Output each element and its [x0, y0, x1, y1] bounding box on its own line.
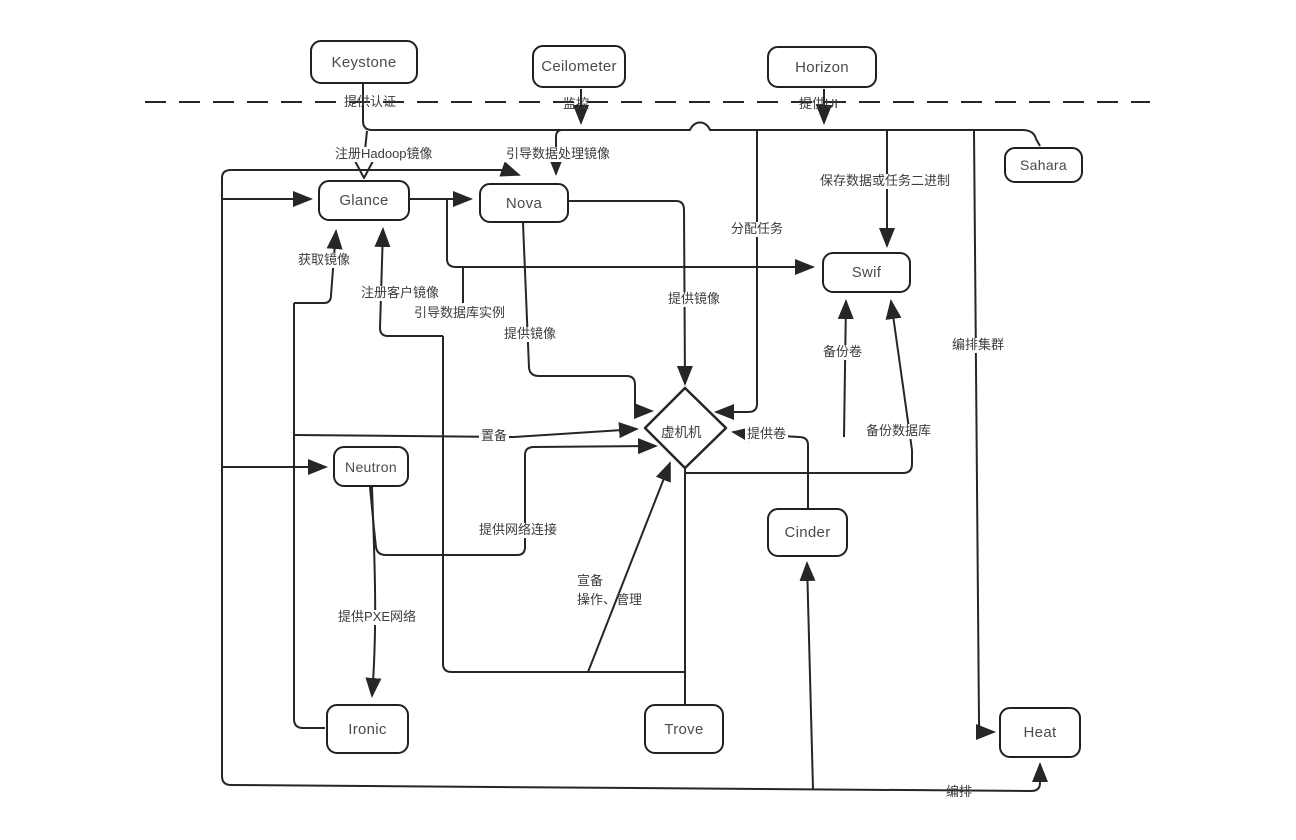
edge-label-save-data-or-task-binary: 保存数据或任务二进制 [818, 173, 953, 189]
edge-bottom-bus-heat [221, 762, 1048, 792]
edge-backup-database [684, 299, 913, 474]
edge-label-boot-data-processing-image: 引导数据处理镜像 [504, 146, 613, 162]
edge-label-provide-image-nova: 提供镜像 [666, 291, 723, 307]
vm-diamond [643, 386, 728, 470]
node-vm-label: 虚机机 [661, 425, 702, 440]
edge-left-bus [221, 161, 521, 776]
edge-label-provide-image-glance: 提供镜像 [502, 326, 559, 342]
edge-provision [293, 422, 639, 439]
edge-label-register-hadoop-image: 注册Hadoop镜像 [333, 146, 435, 162]
node-trove: Trove [644, 704, 724, 754]
edge-ironic-column [293, 303, 325, 729]
edge-label-orchestrate-cluster: 编排集群 [950, 337, 1007, 353]
edge-label-provide-pxe-network: 提供PXE网络 [336, 609, 419, 625]
node-heat: Heat [999, 707, 1081, 758]
edge-glance-swif [446, 200, 815, 275]
node-neutron: Neutron [333, 446, 409, 487]
edge-label-get-image: 获取镜像 [296, 252, 353, 268]
edge-label-backup-volume: 备份卷 [821, 344, 865, 360]
edge-label-register-guest-image: 注册客户镜像 [359, 285, 442, 301]
edge-backup-volume [837, 299, 854, 438]
edge-provide-volume [731, 426, 809, 508]
edge-label-provide-network-connection: 提供网络连接 [477, 522, 560, 538]
edge-label-orchestrate: 编排 [946, 784, 973, 799]
node-nova: Nova [479, 183, 569, 223]
edge-bottom-to-cinder [799, 561, 816, 790]
edge-trove-run [442, 336, 684, 673]
node-horizon: Horizon [767, 46, 877, 88]
node-ironic: Ironic [326, 704, 409, 754]
node-keystone: Keystone [310, 40, 418, 84]
node-cinder: Cinder [767, 508, 848, 557]
edge-keystone-top-bus [362, 84, 1041, 147]
edge-register-guest-image [374, 227, 443, 337]
edge-nova-image-left [522, 222, 654, 419]
edge-provide-network [369, 438, 658, 556]
edge-orchestrate-cluster [973, 129, 996, 740]
node-sahara: Sahara [1004, 147, 1083, 183]
edge-label-provision: 置备 [479, 428, 510, 444]
edge-nova-image-top [568, 200, 693, 386]
node-ceilometer: Ceilometer [532, 45, 626, 88]
node-glance: Glance [318, 180, 410, 221]
edge-prepare-operate [587, 461, 671, 673]
edge-assign-task [714, 130, 758, 420]
edge-label-backup-database: 备份数据库 [864, 423, 934, 439]
edge-label-provide-auth: 提供认证 [344, 94, 397, 109]
edge-boot-dataproc-image [548, 129, 564, 176]
edge-provide-pxe [365, 486, 382, 698]
node-swif: Swif [822, 252, 911, 293]
edge-label-provide-ui: 提供UI [799, 96, 839, 111]
edge-label-assign-task: 分配任务 [729, 221, 786, 237]
edge-label-prepare: 宣备 [577, 573, 604, 588]
edge-label-boot-db-instance: 引导数据库实例 [412, 305, 508, 321]
edge-label-monitor: 监控 [563, 96, 590, 111]
edge-label-operate-manage: 操作、管理 [577, 592, 643, 607]
edge-label-provide-volume: 提供卷 [745, 426, 789, 442]
edge-get-image [294, 229, 343, 304]
